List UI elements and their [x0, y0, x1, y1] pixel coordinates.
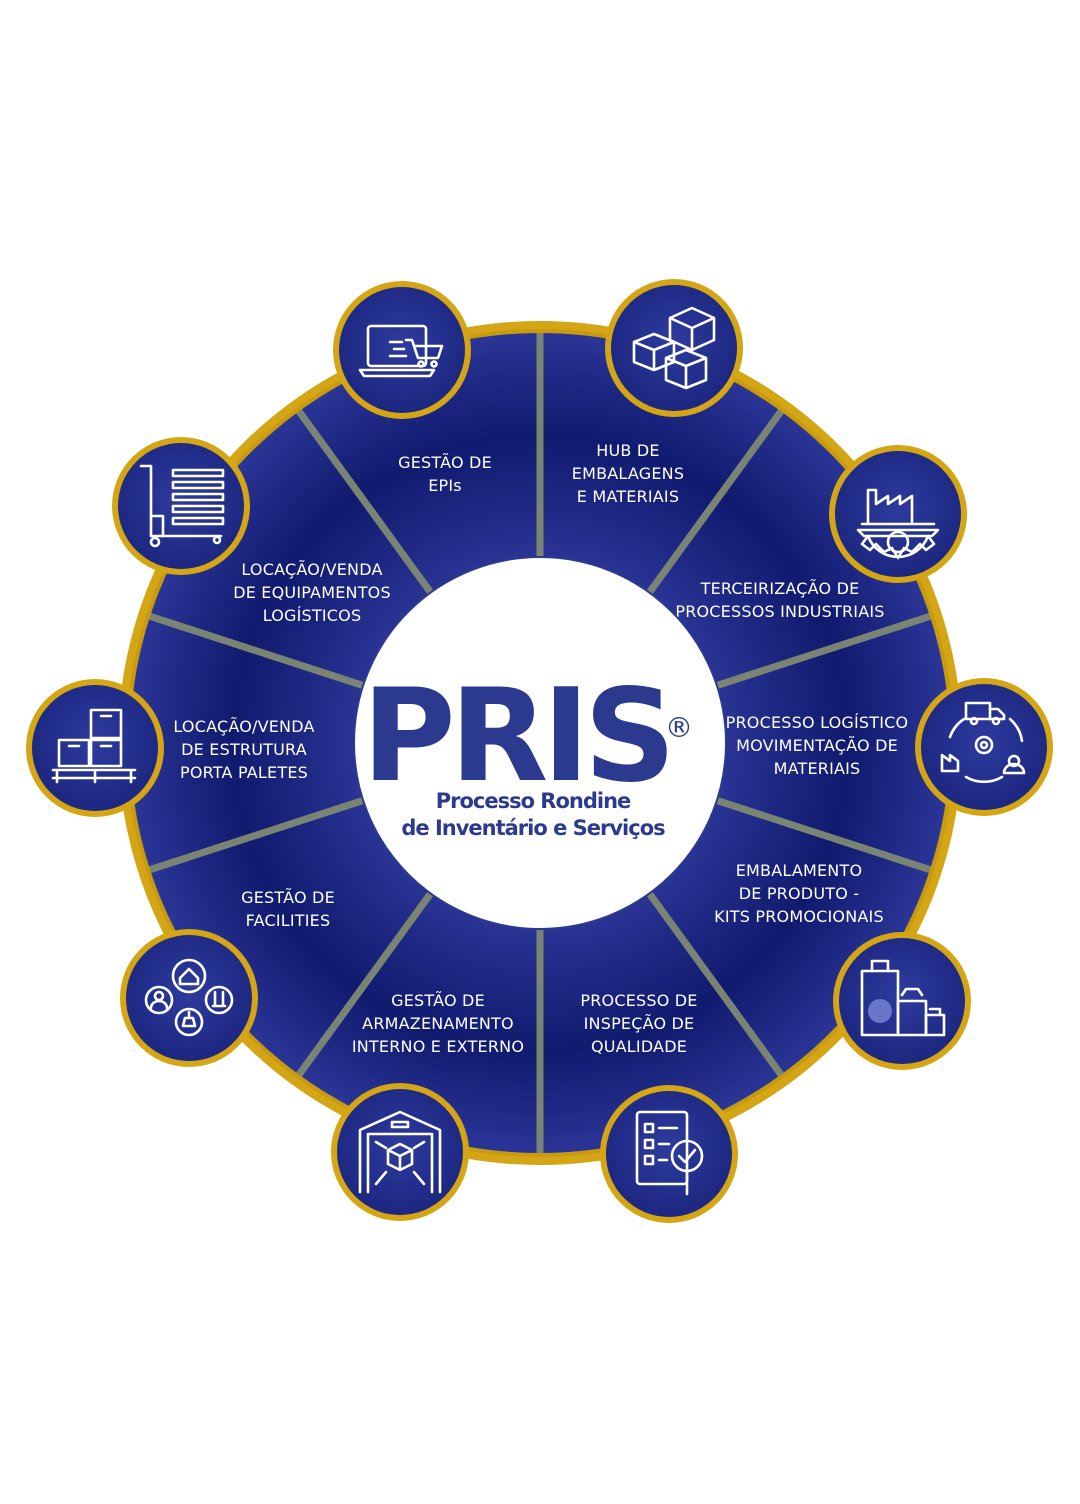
segment-label-logistico: PROCESSO LOGÍSTICO	[726, 713, 909, 732]
segment-label-epis: EPIs	[428, 476, 462, 495]
segment-label-equipamentos: LOGÍSTICOS	[263, 606, 362, 625]
segment-label-equipamentos: DE EQUIPAMENTOS	[233, 583, 391, 602]
icon-node-epis	[333, 281, 471, 419]
icon-node-equipamentos	[112, 437, 250, 575]
checklist-magnifier-icon	[635, 1110, 704, 1196]
segment-label-logistico: MOVIMENTAÇÃO DE	[736, 736, 898, 755]
segment-label-porta_paletes: LOCAÇÃO/VENDA	[173, 717, 314, 736]
segment-label-inspecao: INSPEÇÃO DE	[584, 1014, 695, 1033]
wheel-base	[118, 321, 962, 1165]
spoke-shade	[148, 612, 365, 689]
segment-label-facilities: GESTÃO DE	[241, 888, 335, 907]
segment-label-armazenamento: ARMAZENAMENTO	[362, 1014, 514, 1033]
segment-label-embalamento: DE PRODUTO -	[739, 884, 860, 903]
segment-label-equipamentos: LOCAÇÃO/VENDA	[241, 560, 382, 579]
subtitle-line2: de Inventário e Serviços	[401, 816, 665, 840]
pallet-boxes-icon	[51, 708, 137, 784]
icon-node-hub	[605, 279, 743, 417]
spoke-shade	[646, 409, 784, 595]
segment-label-hub: HUB DE	[596, 441, 659, 460]
segment-label-logistico: MATERIAIS	[774, 759, 861, 778]
boxes-icon	[632, 306, 716, 390]
spoke-shade	[296, 409, 434, 595]
pris-title: PRIS	[362, 662, 670, 811]
icon-node-embalamento	[833, 932, 971, 1070]
subtitle-line1: Processo Rondine	[436, 789, 631, 813]
segment-label-facilities: FACILITIES	[246, 911, 331, 930]
center-circle: PRIS ® Processo Rondine de Inventário e …	[353, 556, 727, 930]
segment-label-armazenamento: GESTÃO DE	[391, 991, 485, 1010]
segment-labels: GESTÃO DE EPIs HUB DE EMBALAGENS E MATERIAIS…	[173, 441, 908, 1056]
icon-node-logistico	[915, 678, 1053, 816]
logistics-cycle-icon	[940, 701, 1026, 784]
segment-label-epis: GESTÃO DE	[398, 453, 492, 472]
warehouse-box-icon	[358, 1110, 442, 1194]
icon-node-armazenamento	[331, 1083, 469, 1221]
laptop-cart-icon	[358, 324, 444, 378]
spoke-shade	[148, 797, 365, 874]
icon-node-porta_paletes	[26, 679, 164, 817]
factory-gear-icon	[856, 488, 940, 560]
segment-label-porta_paletes: PORTA PALETES	[180, 763, 308, 782]
segment-label-terceirizacao: TERCEIRIZAÇÃO DE	[700, 579, 860, 598]
icon-nodes	[26, 279, 1053, 1223]
segment-label-inspecao: PROCESSO DE	[580, 991, 697, 1010]
spoke-shade	[715, 612, 932, 689]
segment-label-hub: EMBALAGENS	[572, 464, 684, 483]
spoke-shade	[646, 891, 784, 1077]
segment-label-embalamento: EMBALAMENTO	[736, 861, 863, 880]
segment-label-porta_paletes: DE ESTRUTURA	[181, 740, 307, 759]
registered-mark: ®	[665, 711, 693, 744]
icon-node-facilities	[120, 929, 258, 1067]
segment-label-embalamento: KITS PROMOCIONAIS	[714, 907, 884, 926]
icon-node-inspecao	[600, 1085, 738, 1223]
segment-label-hub: E MATERIAIS	[577, 487, 679, 506]
segment-label-inspecao: QUALIDADE	[591, 1037, 687, 1056]
facilities-icon	[144, 958, 234, 1037]
spoke-shade	[715, 797, 932, 874]
pallet-jack-icon	[139, 464, 225, 548]
segment-label-terceirizacao: PROCESSOS INDUSTRIAIS	[675, 602, 884, 621]
icon-node-terceirizacao	[829, 445, 967, 583]
spoke-shade	[296, 891, 434, 1077]
segment-label-armazenamento: INTERNO E EXTERNO	[352, 1037, 524, 1056]
wheel-spokes	[148, 333, 932, 1153]
packages-icon	[860, 959, 946, 1037]
